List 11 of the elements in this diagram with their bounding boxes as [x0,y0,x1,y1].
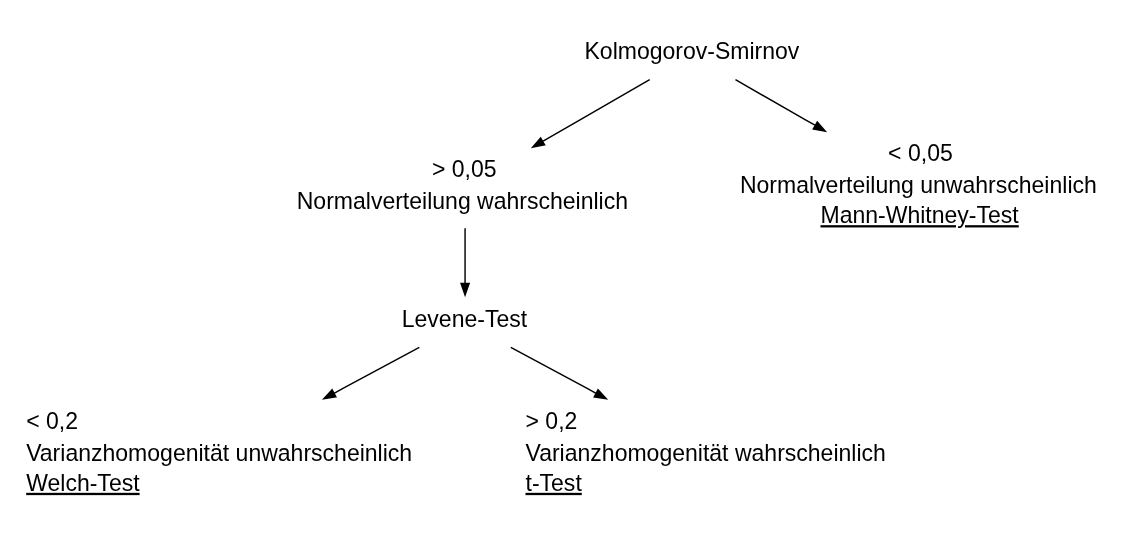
arrow [530,78,651,148]
arrow [510,346,609,400]
node-text: > 0,05 Normalverteilung wahrscheinlich [296,155,629,214]
node-text: < 0,2 Varianzhomogenität unwahrscheinlich Welch-Test [26,407,413,496]
arrow [460,227,471,297]
node-text: < 0,05 Normalverteilung unwahrscheinlich Mann-Whitney-Test [739,139,1097,228]
arrow [321,346,421,400]
node-text: Levene-Test [401,305,528,332]
node-text: > 0,2 Varianzhomogenität wahrscheinlich t-Test [525,407,886,496]
arrow [734,78,828,132]
node-text: Kolmogorov-Smirnov [584,37,800,64]
